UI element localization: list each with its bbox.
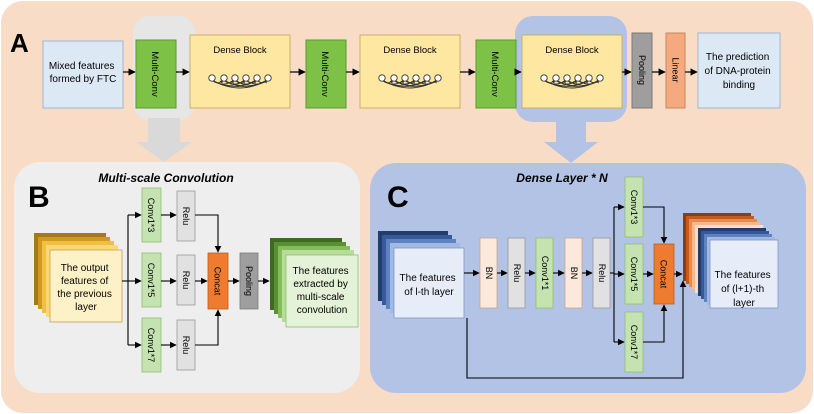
b-connectors	[122, 211, 270, 349]
a-dense-block-3: Dense Block	[521, 34, 623, 109]
dense-connection-icon	[378, 74, 442, 89]
svg-text:Conv1*5: Conv1*5	[629, 257, 639, 292]
c-input-label: The features of l-th layer	[400, 273, 459, 298]
c-input-stack	[378, 231, 465, 319]
svg-text:Dense Block: Dense Block	[213, 45, 267, 56]
b-concat: Concat	[207, 252, 229, 310]
svg-text:Relu: Relu	[181, 336, 191, 355]
c-conv1x1: Conv1*1	[535, 237, 554, 309]
svg-text:Conv1*1: Conv1*1	[540, 256, 550, 291]
a-output-label: The prediction of DNA-protein binding	[705, 52, 774, 91]
b-relu-3: Relu	[176, 319, 196, 371]
dense-node	[563, 74, 571, 82]
svg-text:Concat: Concat	[659, 260, 669, 289]
c-bn-2: BN	[564, 237, 583, 309]
svg-text:Dense Block: Dense Block	[545, 45, 599, 56]
a-input-box	[42, 40, 124, 109]
b-output-stack	[270, 238, 359, 328]
panel-c-title: Dense Layer * N	[516, 171, 608, 185]
b-input-stack	[34, 233, 123, 323]
svg-text:Dense Block: Dense Block	[383, 45, 437, 56]
c-connectors	[464, 203, 687, 379]
svg-text:Pooling: Pooling	[637, 55, 647, 85]
c-output-label: The features of (l+1)-th layer	[715, 270, 774, 309]
c-relu-2: Relu	[592, 237, 611, 309]
c-output-stack	[683, 213, 779, 309]
svg-text:Pooling: Pooling	[244, 266, 254, 296]
svg-text:Concat: Concat	[213, 267, 223, 296]
svg-text:Conv1*3: Conv1*3	[146, 198, 156, 233]
c-bn-1: BN	[479, 237, 498, 309]
svg-text:Linear: Linear	[671, 57, 681, 82]
svg-text:Conv1*7: Conv1*7	[629, 325, 639, 360]
panel-c-letter: C	[387, 181, 409, 214]
a-dense-block-1: Dense Block	[189, 34, 291, 109]
svg-text:Conv1*3: Conv1*3	[629, 190, 639, 225]
a-dense-block-2: Dense Block	[359, 34, 461, 109]
dense-node	[220, 74, 228, 82]
dense-node	[242, 74, 250, 82]
b-relu-2: Relu	[176, 254, 196, 306]
dense-node	[264, 74, 272, 82]
a-multiconv-1: Multi-Conv	[135, 39, 177, 109]
b-conv-1-3: Conv1*3	[141, 187, 162, 243]
dense-node	[412, 74, 420, 82]
a-multiconv-3: Multi-Conv	[475, 39, 517, 109]
panel-b-letter: B	[28, 181, 50, 214]
svg-text:BN: BN	[484, 267, 494, 280]
b-input-label: The output features of the previous laye…	[57, 263, 114, 313]
c-conv-1-3: Conv1*3	[624, 176, 644, 238]
dense-node	[378, 74, 386, 82]
svg-text:Relu: Relu	[512, 264, 522, 283]
dense-connection-icon	[208, 74, 272, 89]
panel-b-title: Multi-scale Convolution	[98, 171, 233, 185]
b-output-label: The features extracted by multi-scale co…	[293, 266, 352, 316]
a-output-box	[697, 32, 781, 109]
dense-node	[231, 74, 239, 82]
dense-node	[596, 74, 604, 82]
c-relu-1: Relu	[507, 237, 526, 309]
dense-node	[552, 74, 560, 82]
a-input-label: Mixed features formed by FTC	[49, 61, 117, 85]
dense-node	[253, 74, 261, 82]
svg-text:Relu: Relu	[181, 207, 191, 226]
b-conv-1-7: Conv1*7	[141, 317, 162, 373]
b-relu-1: Relu	[176, 190, 196, 242]
svg-text:Relu: Relu	[181, 271, 191, 290]
a-pooling: Pooling	[631, 32, 653, 109]
c-concat: Concat	[653, 243, 675, 305]
svg-text:Multi-Conv: Multi-Conv	[489, 51, 500, 97]
dense-node	[423, 74, 431, 82]
a-linear: Linear	[665, 32, 686, 109]
dense-node	[390, 74, 398, 82]
dense-node	[540, 74, 548, 82]
zoom-arrow-b	[136, 118, 192, 162]
dense-node	[585, 74, 593, 82]
dense-node	[208, 74, 216, 82]
a-multiconv-2: Multi-Conv	[305, 39, 347, 109]
zoom-arrow-c	[544, 120, 598, 163]
svg-text:Multi-Conv: Multi-Conv	[149, 51, 160, 97]
svg-text:Relu: Relu	[597, 264, 607, 283]
svg-text:Multi-Conv: Multi-Conv	[319, 51, 330, 97]
b-conv-1-5: Conv1*5	[141, 252, 162, 308]
dense-node	[401, 74, 409, 82]
panel-a-letter: A	[10, 28, 29, 58]
svg-text:Conv1*7: Conv1*7	[146, 328, 156, 363]
dense-node	[574, 74, 582, 82]
c-conv-1-5: Conv1*5	[624, 243, 644, 305]
dense-connection-icon	[540, 74, 604, 89]
dense-node	[434, 74, 442, 82]
c-conv-1-7: Conv1*7	[624, 311, 644, 373]
b-pooling: Pooling	[239, 252, 259, 310]
svg-text:Conv1*5: Conv1*5	[146, 263, 156, 298]
svg-text:BN: BN	[569, 267, 579, 280]
